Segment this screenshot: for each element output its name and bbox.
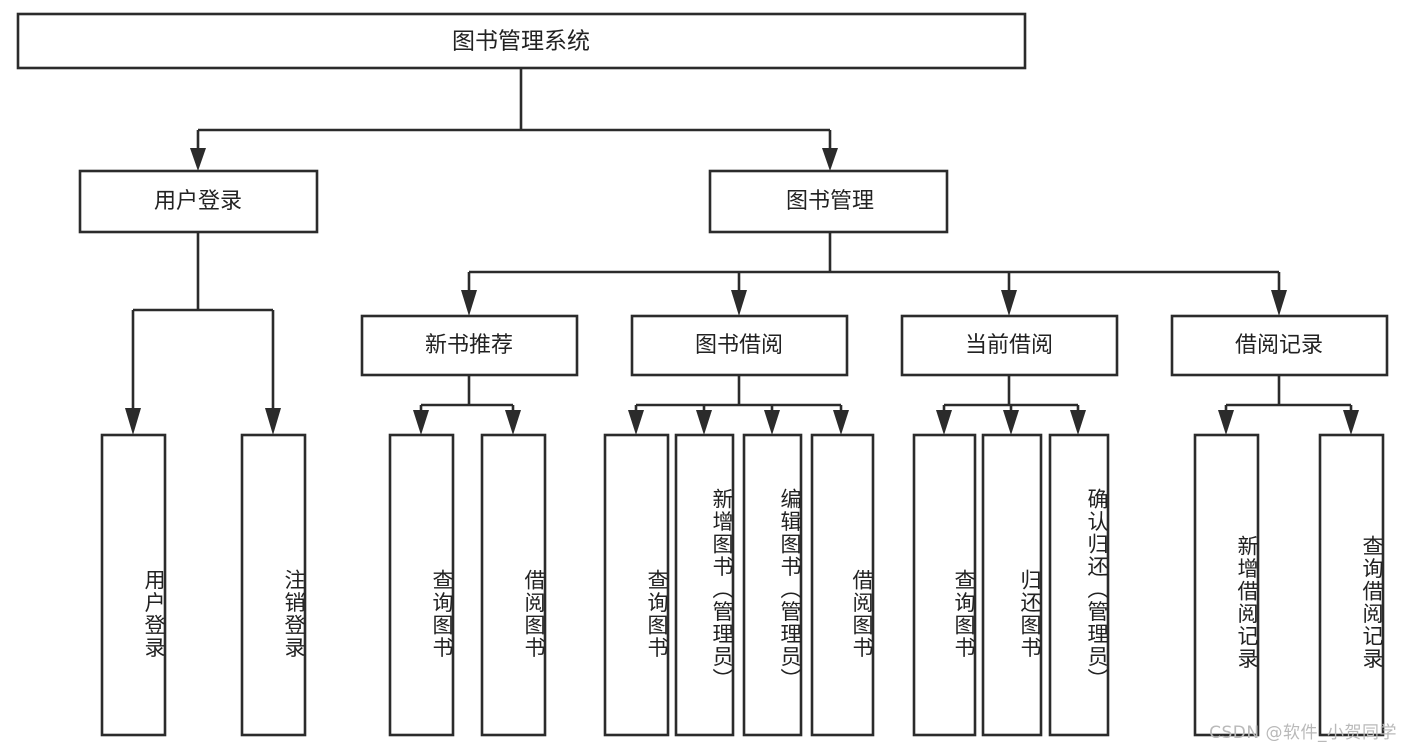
arrowhead-leaf-4 <box>505 410 521 435</box>
leaf-box-1[interactable] <box>100 433 167 737</box>
arrowhead-leaf-11 <box>1070 410 1086 435</box>
node-user-login-box[interactable] <box>78 169 319 234</box>
arrowhead-leaf-12 <box>1218 410 1234 435</box>
arrowhead-leaf-8 <box>833 410 849 435</box>
node-current-borrow-label: 当前借阅 <box>965 333 1053 358</box>
watermark-text: CSDN @软件_小贺同学 <box>1209 723 1397 743</box>
leaf-box-13[interactable] <box>1318 433 1385 737</box>
arrowhead-borrowrecord <box>1271 290 1287 316</box>
arrowhead-leaf-7 <box>764 410 780 435</box>
node-new-book-recommend-label: 新书推荐 <box>425 333 513 358</box>
node-new-book-recommend[interactable]: 新书推荐 <box>360 314 579 377</box>
node-user-login-label: 用户登录 <box>154 189 242 214</box>
leaf-box-4[interactable] <box>480 433 547 737</box>
leaf-box-6[interactable] <box>674 433 735 737</box>
node-borrow-record-label: 借阅记录 <box>1235 333 1323 358</box>
node-book-borrow-label: 图书借阅 <box>695 333 783 358</box>
arrowhead-leaf-10 <box>1003 410 1019 435</box>
node-root-box[interactable] <box>16 12 1027 70</box>
arrowhead-leaf-1 <box>125 408 141 435</box>
arrowhead-userlogin <box>190 148 206 171</box>
leaf-box-group <box>100 433 1385 737</box>
leaf-box-9[interactable] <box>912 433 977 737</box>
node-borrow-record[interactable]: 借阅记录 <box>1170 314 1389 377</box>
arrowhead-bookmgmt <box>822 148 838 171</box>
leaf-box-7[interactable] <box>742 433 803 737</box>
leaf-box-5[interactable] <box>603 433 670 737</box>
arrowhead-leaf-6 <box>696 410 712 435</box>
arrowhead-leaf-2 <box>265 408 281 435</box>
leaf-box-3[interactable] <box>388 433 455 737</box>
node-current-borrow[interactable]: 当前借阅 <box>900 314 1119 377</box>
arrowhead-borrowbook <box>731 290 747 316</box>
node-user-login[interactable]: 用户登录 <box>78 169 319 234</box>
node-root-label: 图书管理系统 <box>452 29 590 55</box>
node-new-book-recommend-box[interactable] <box>360 314 579 377</box>
node-book-management-box[interactable] <box>708 169 949 234</box>
node-book-management-label: 图书管理 <box>786 189 874 214</box>
leaf-box-10[interactable] <box>981 433 1043 737</box>
node-borrow-record-box[interactable] <box>1170 314 1389 377</box>
node-book-borrow[interactable]: 图书借阅 <box>630 314 849 377</box>
node-current-borrow-box[interactable] <box>900 314 1119 377</box>
arrowhead-leaf-9 <box>936 410 952 435</box>
connector-group <box>125 68 1359 435</box>
node-book-management[interactable]: 图书管理 <box>708 169 949 234</box>
leaf-box-12[interactable] <box>1193 433 1260 737</box>
arrowhead-currentborrow <box>1001 290 1017 316</box>
arrowhead-leaf-3 <box>413 410 429 435</box>
node-root[interactable]: 图书管理系统 <box>16 12 1027 70</box>
leaf-box-2[interactable] <box>240 433 307 737</box>
arrowhead-leaf-5 <box>628 410 644 435</box>
arrowhead-newbook <box>461 290 477 316</box>
leaf-box-8[interactable] <box>810 433 875 737</box>
leaf-box-11[interactable] <box>1048 433 1110 737</box>
node-book-borrow-box[interactable] <box>630 314 849 377</box>
arrowhead-leaf-13 <box>1343 410 1359 435</box>
